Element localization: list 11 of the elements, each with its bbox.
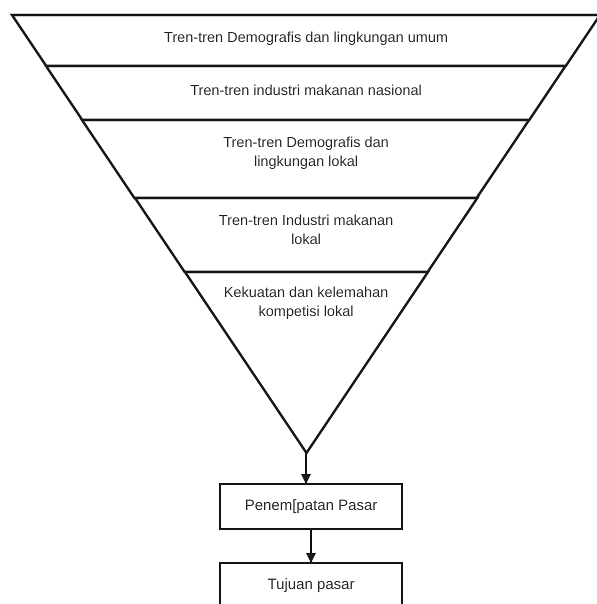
box-label: Penem[patan Pasar	[244, 497, 378, 516]
band-label: Kekuatan dan kelemahan kompetisi lokal	[222, 284, 390, 322]
process-box	[219, 562, 403, 604]
band-label: Tren-tren industri makanan nasional	[189, 82, 423, 101]
arrow	[301, 453, 311, 484]
box-label: Tujuan pasar	[268, 576, 354, 595]
band-label: Tren-tren Demografis dan lingkungan lokal	[222, 134, 390, 172]
band-label: Tren-tren Industri makanan lokal	[218, 212, 394, 250]
band-label: Tren-tren Demografis dan lingkungan umum	[163, 29, 449, 48]
arrow	[306, 530, 316, 563]
process-box	[219, 483, 403, 530]
